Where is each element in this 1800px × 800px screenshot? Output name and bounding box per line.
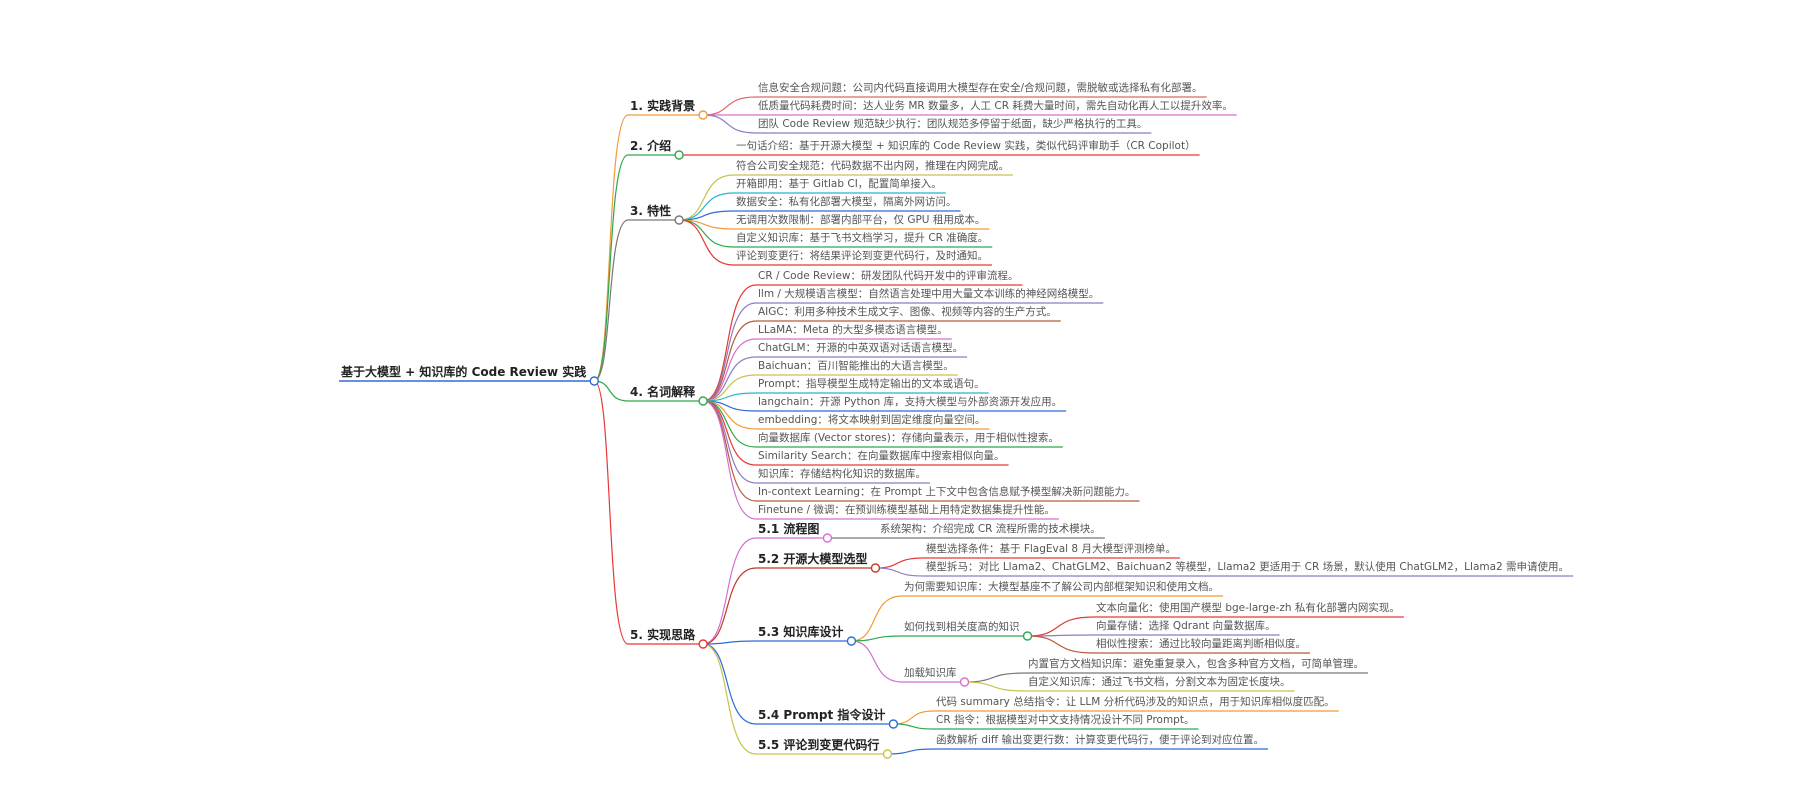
leaf-5-5-diff-parse: 函数解析 diff 输出变更行数：计算变更代码行，便于评论到对应位置。	[936, 734, 1264, 746]
leaf-5-3-why-knowledge: 为何需要知识库：大模型基座不了解公司内部框架知识和使用文档。	[904, 581, 1219, 593]
leaf-5-3-vectorize: 文本向量化：使用国产模型 bge-large-zh 私有化部署内网实现。	[1096, 602, 1400, 614]
section-5-3[interactable]: 5.3 知识库设计	[758, 625, 844, 639]
node-5-3-load-knowledge[interactable]: 加载知识库	[904, 667, 957, 679]
connector-curve	[703, 338, 757, 402]
leaf-5-3-custom-docs: 自定义知识库：通过飞书文档，分割文本为固定长度块。	[1028, 676, 1291, 688]
branch-implementation[interactable]: 5. 实现思路	[630, 628, 696, 642]
leaf-5-3-vector-store: 向量存储：选择 Qdrant 向量数据库。	[1096, 620, 1276, 632]
section-5-1[interactable]: 5.1 流程图	[758, 522, 820, 536]
collapse-dot	[1022, 631, 1033, 641]
connector-curve	[703, 643, 757, 755]
mindmap-root: 基于大模型 + 知识库的 Code Review 实践	[341, 365, 587, 379]
connector-curve	[679, 219, 735, 266]
connector-curve	[964, 681, 1027, 692]
branch-introduction[interactable]: 2. 介绍	[630, 139, 672, 153]
glossary-item: llm / 大规模语言模型：自然语言处理中用大量文本训练的神经网络模型。	[758, 288, 1100, 300]
leaf-5-3-builtin-docs: 内置官方文档知识库：避免重复录入，包含多种官方文档，可简单管理。	[1028, 658, 1364, 670]
connector-curve	[851, 640, 903, 683]
connector-curve	[703, 114, 757, 134]
leaf-feature-1: 符合公司安全规范：代码数据不出内网，推理在内网完成。	[736, 160, 1009, 172]
leaf-feature-2: 开箱即用：基于 Gitlab CI，配置简单接入。	[736, 178, 942, 190]
section-5-2[interactable]: 5.2 开源大模型选型	[758, 552, 868, 566]
connector-curve	[703, 320, 757, 402]
glossary-item: embedding：将文本映射到固定维度向量空间。	[758, 414, 986, 426]
collapse-dot	[846, 636, 857, 646]
collapse-dot	[698, 110, 708, 120]
leaf-introduction-summary: 一句话介绍：基于开源大模型 + 知识库的 Code Review 实践，类似代码…	[736, 140, 1196, 152]
glossary-item: AIGC：利用多种技术生成文字、图像、视频等内容的生产方式。	[758, 306, 1057, 318]
connector-curve	[851, 635, 903, 642]
connector-curve	[679, 219, 735, 248]
collapse-dot	[870, 563, 881, 573]
connector-curve	[703, 284, 757, 402]
glossary-item: Baichuan：百川智能推出的大语言模型。	[758, 360, 954, 372]
leaf-5-4-cr-prompt: CR 指令：根据模型对中文支持情况设计不同 Prompt。	[936, 714, 1195, 726]
glossary-item: 知识库：存储结构化知识的数据库。	[758, 468, 926, 480]
node-5-3-find-knowledge[interactable]: 如何找到相关度高的知识	[904, 621, 1020, 633]
leaf-feature-5: 自定义知识库：基于飞书文档学习，提升 CR 准确度。	[736, 232, 989, 244]
branch-background[interactable]: 1. 实践背景	[630, 99, 696, 113]
connector-curve	[893, 710, 935, 725]
collapse-dot	[959, 677, 970, 687]
branch-features[interactable]: 3. 特性	[630, 204, 672, 218]
connector-curve	[875, 557, 925, 569]
connector-curve	[594, 219, 629, 382]
connector-curve	[679, 174, 735, 221]
collapse-dot	[888, 719, 899, 729]
connector-curve	[703, 400, 757, 520]
glossary-item: langchain：开源 Python 库，支持大模型与外部资源开发应用。	[758, 396, 1063, 408]
connector-curve	[703, 356, 757, 402]
connector-curve	[679, 192, 735, 221]
leaf-background-security: 信息安全合规问题：公司内代码直接调用大模型存在安全/合规问题，需脱敏或选择私有化…	[758, 82, 1203, 94]
leaf-feature-4: 无调用次数限制：部署内部平台，仅 GPU 租用成本。	[736, 214, 986, 226]
branch-glossary[interactable]: 4. 名词解释	[630, 385, 696, 399]
leaf-5-3-similarity: 相似性搜索：通过比较向量距离判断相似度。	[1096, 638, 1306, 650]
leaf-feature-3: 数据安全：私有化部署大模型，隔离外网访问。	[736, 196, 957, 208]
connector-curve	[593, 154, 629, 382]
leaf-5-1-architecture: 系统架构：介绍完成 CR 流程所需的技术模块。	[880, 523, 1101, 535]
leaf-feature-6: 评论到变更行：将结果评论到变更代码行，及时通知。	[736, 250, 988, 262]
section-5-4[interactable]: 5.4 Prompt 指令设计	[758, 708, 886, 722]
connector-curve	[887, 748, 935, 755]
section-5-5[interactable]: 5.5 评论到变更代码行	[758, 738, 880, 752]
collapse-dot	[589, 376, 599, 386]
connector-curve	[875, 567, 925, 577]
collapse-dot	[698, 639, 708, 649]
connector-curve	[703, 96, 757, 116]
glossary-item: In-context Learning：在 Prompt 上下文中包含信息赋予模…	[758, 486, 1136, 498]
glossary-item: ChatGLM：开源的中英双语对话语言模型。	[758, 342, 964, 354]
leaf-5-2-comparison: 模型拆马：对比 Llama2、ChatGLM2、Baichuan2 等模型，Ll…	[926, 561, 1570, 573]
collapse-dot	[674, 150, 684, 160]
glossary-item: Prompt：指导模型生成特定输出的文本或语句。	[758, 378, 985, 390]
glossary-item: 向量数据库 (Vector stores)：存储向量表示，用于相似性搜索。	[758, 432, 1059, 444]
collapse-dot	[822, 533, 833, 543]
leaf-background-standards: 团队 Code Review 规范缺少执行：团队规范多停留于纸面，缺少严格执行的…	[758, 118, 1148, 130]
glossary-item: LLaMA：Meta 的大型多模态语言模型。	[758, 324, 948, 336]
connector-curve	[703, 567, 757, 645]
collapse-dot	[882, 749, 893, 759]
connector-curve	[703, 302, 757, 402]
collapse-dot	[674, 215, 684, 225]
connector-curve	[703, 537, 757, 645]
connector-curve	[851, 595, 903, 642]
collapse-dot	[698, 396, 708, 406]
connector-curve	[1027, 616, 1095, 637]
connector-curve	[893, 723, 935, 730]
leaf-5-2-criteria: 模型选择条件：基于 FlagEval 8 月大模型评测榜单。	[926, 543, 1176, 555]
leaf-5-4-summary-prompt: 代码 summary 总结指令：让 LLM 分析代码涉及的知识点，用于知识库相似…	[936, 696, 1335, 708]
connector-curve	[703, 640, 757, 645]
connector-curve	[964, 672, 1027, 683]
connector-curve	[1027, 635, 1095, 654]
connector-curve	[703, 643, 757, 725]
leaf-background-efficiency: 低质量代码耗费时间：达人业务 MR 数量多，人工 CR 耗费大量时间，需先自动化…	[758, 100, 1233, 112]
glossary-item: Similarity Search：在向量数据库中搜索相似向量。	[758, 450, 1005, 462]
glossary-item: Finetune / 微调：在预训练模型基础上用特定数据集提升性能。	[758, 504, 1055, 516]
glossary-item: CR / Code Review：研发团队代码开发中的评审流程。	[758, 270, 1019, 282]
connector-curve	[593, 380, 629, 645]
